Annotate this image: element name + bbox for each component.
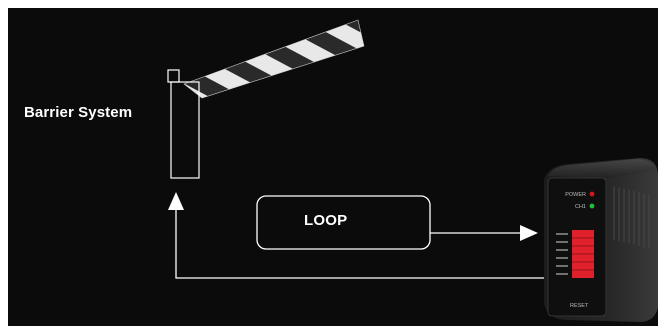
loop-to-detector-arrowhead: [520, 225, 538, 241]
detector-to-barrier-line: [175, 210, 548, 279]
power-led-label: POWER: [565, 192, 586, 198]
device-top-edge: [548, 159, 656, 178]
detector-to-barrier-arrowhead: [168, 192, 184, 210]
dip-switch-legend-mark: [556, 257, 568, 259]
dip-switch-legend-mark: [556, 265, 568, 267]
barrier-post: [170, 81, 200, 179]
barrier-hinge-box: [167, 69, 180, 83]
dip-switch-legend-mark: [556, 233, 568, 235]
dip-switch-legend-mark: [556, 241, 568, 243]
barrier-arm: [183, 19, 365, 99]
dip-switch-legend-mark: [556, 273, 568, 275]
power-led: [589, 191, 595, 197]
dip-switch-legend: [556, 233, 568, 275]
device-side-vents: [613, 186, 650, 249]
barrier-system-label: Barrier System: [24, 104, 133, 121]
diagram-svg: POWER CH1 RESET: [167, 19, 658, 322]
loop-label: LOOP: [304, 212, 348, 229]
ch1-led: [589, 203, 595, 209]
diagram-stage: POWER CH1 RESET Barrier System LOOP: [8, 8, 658, 326]
loop-box: [256, 195, 431, 250]
reset-label: RESET: [570, 303, 589, 309]
ch1-led-label: CH1: [575, 204, 586, 210]
loop-detector-device: POWER CH1 RESET: [544, 158, 658, 322]
dip-switch-legend-mark: [556, 249, 568, 251]
dip-switch-lines: [572, 237, 594, 271]
